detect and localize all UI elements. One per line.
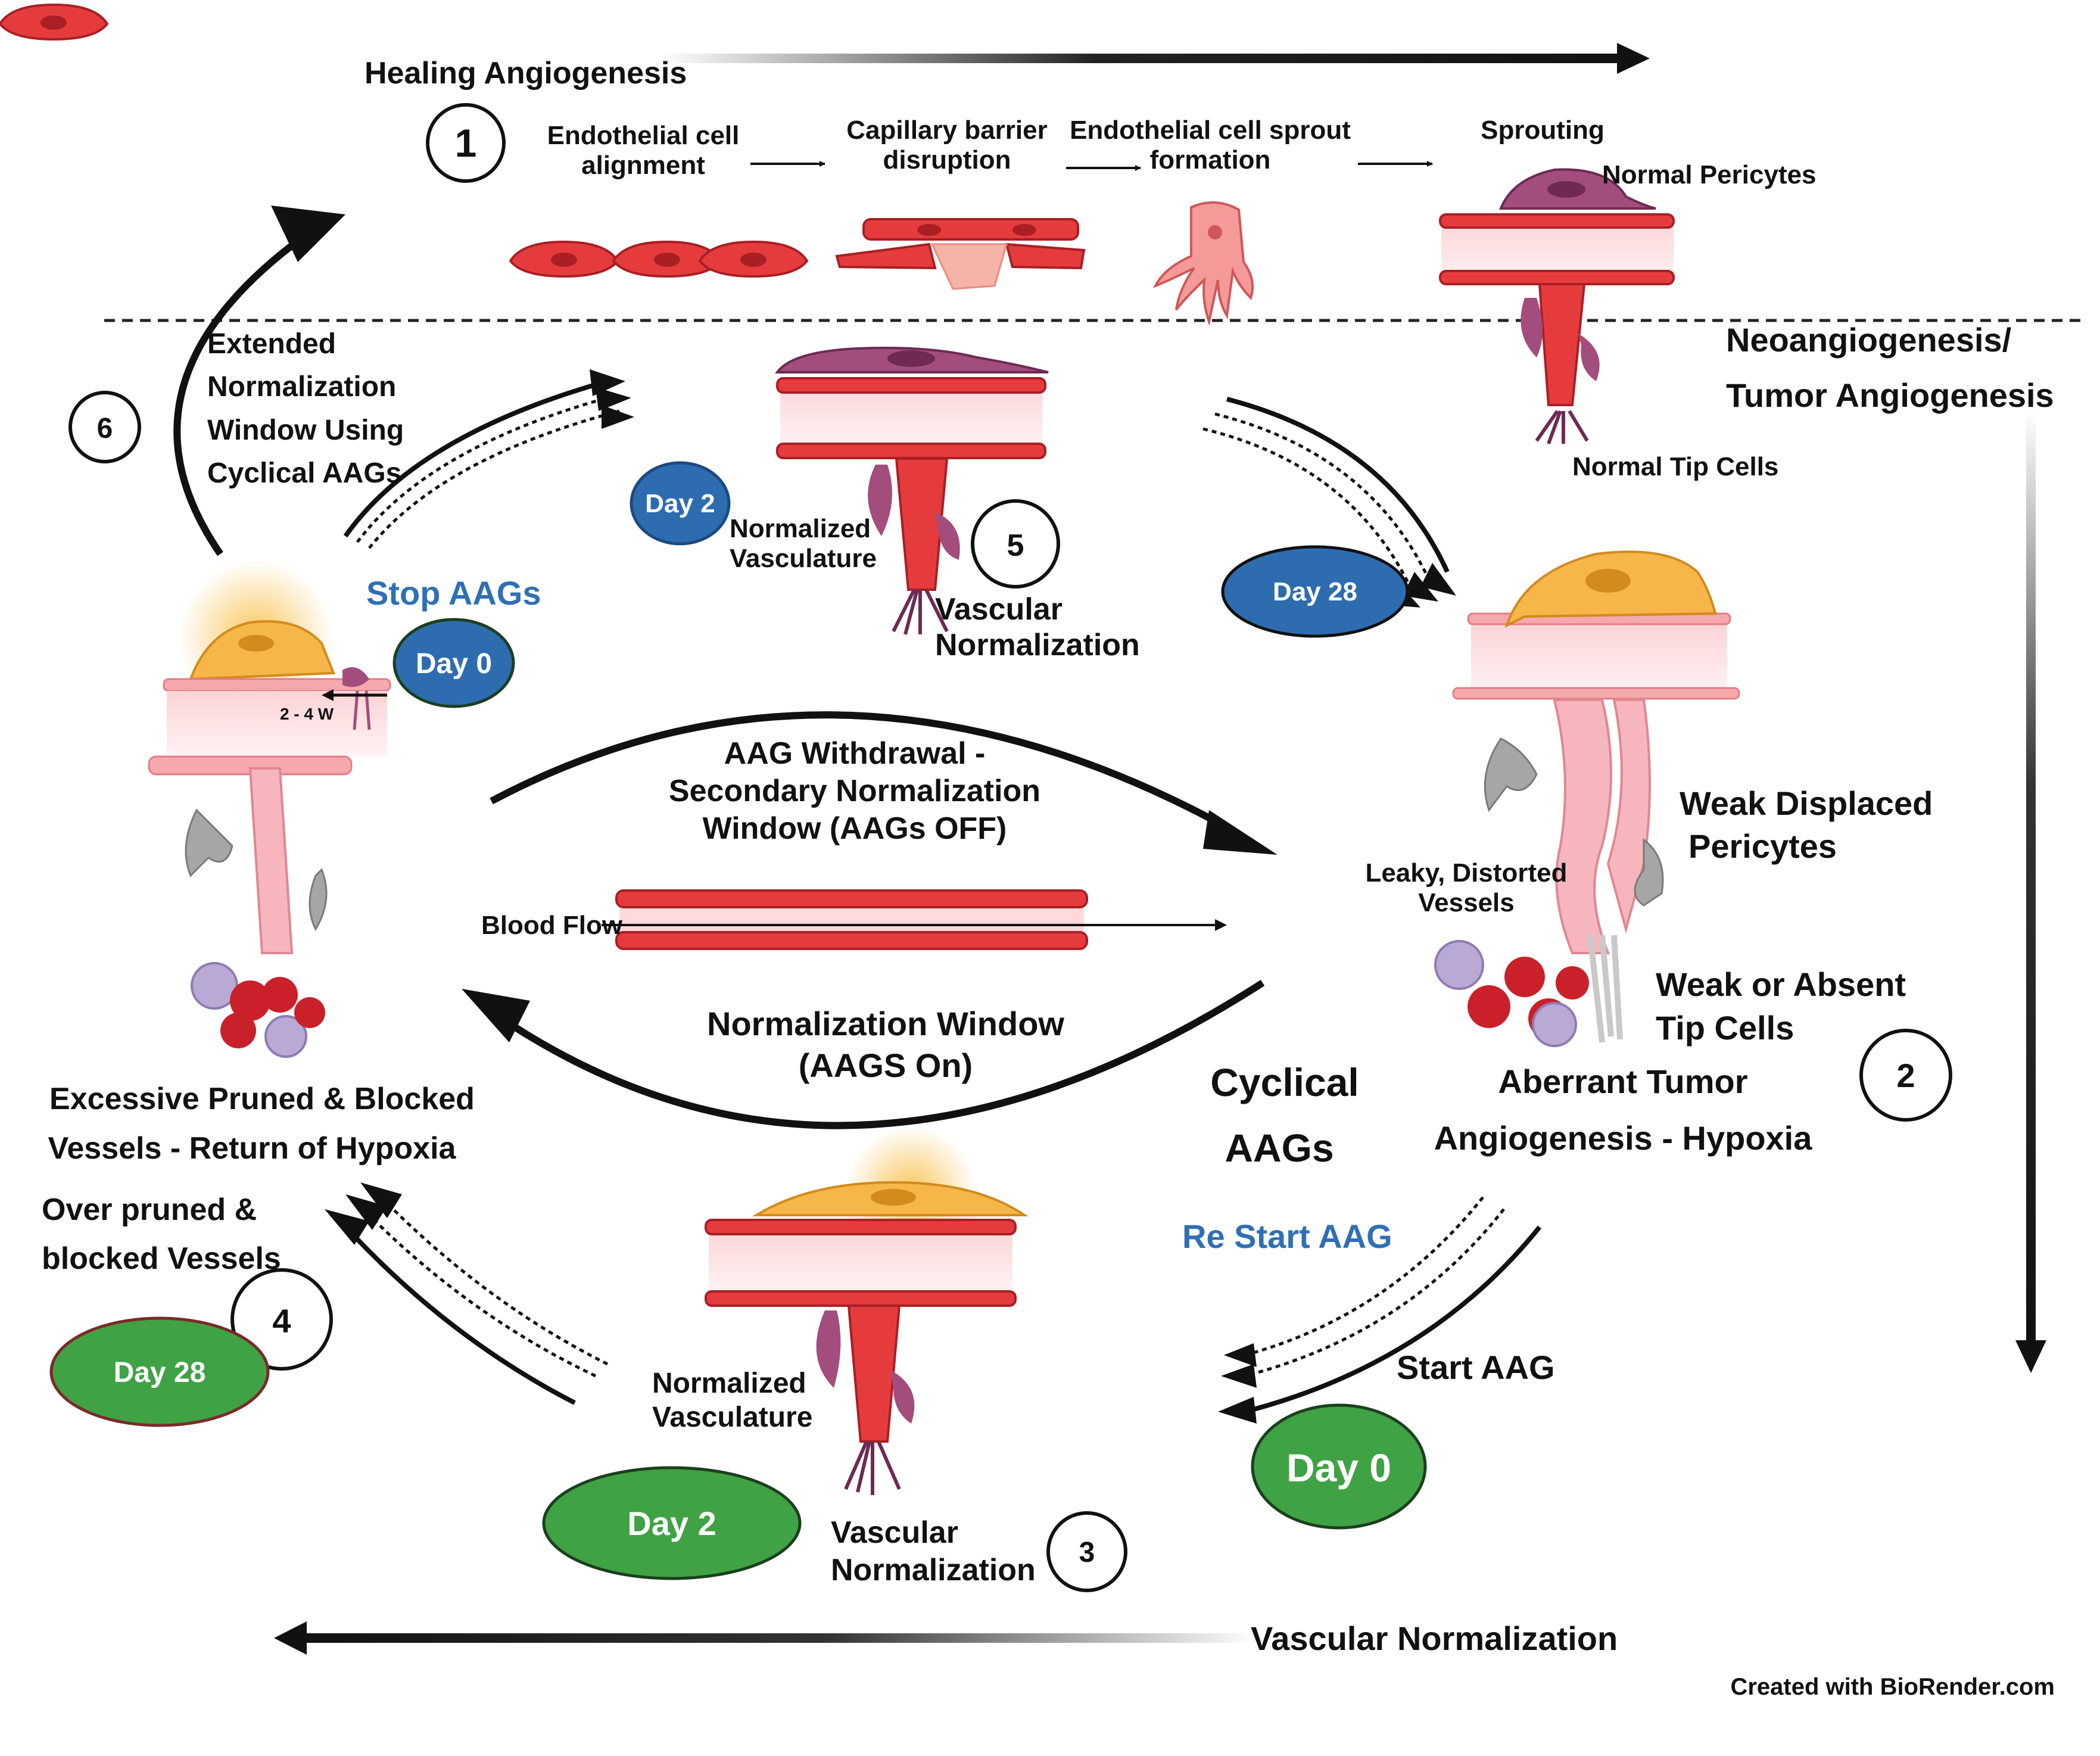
day-badge-day28-right: Day 28 [1221, 545, 1409, 638]
aag-withdrawal-line2: Secondary Normalization [669, 774, 1040, 808]
normal-tip-cells-label: Normal Tip Cells [1572, 452, 1778, 481]
normalized-vasc-bottom-line1: Normalized [652, 1368, 806, 1399]
weak-tip-line1: Weak or Absent [1656, 966, 1906, 1003]
step1-c-line1: Endothelial cell sprout [1070, 116, 1351, 145]
to-day28-left-arrow [325, 1182, 609, 1405]
two-four-week-label: 2 - 4 W [280, 705, 334, 723]
step1-b-line1: Capillary barrier [846, 116, 1048, 145]
two-four-week-arrow [322, 689, 387, 701]
day2-bottom-label: Day 2 [627, 1505, 716, 1542]
step-circle-6: 6 [68, 391, 141, 463]
extended-line1: Extended [207, 328, 336, 360]
healing-angiogenesis-title: Healing Angiogenesis [364, 56, 687, 91]
blood-flow-vessel [602, 889, 1227, 950]
healing-gradient-arrow [661, 43, 1650, 74]
neoangio-line2: Tumor Angiogenesis [1726, 376, 2054, 414]
over-pruned-line1: Over pruned & [42, 1193, 257, 1227]
leaky-line2: Vessels [1418, 888, 1515, 917]
start-aag-label: Start AAG [1397, 1349, 1555, 1386]
endothelial-sprout-cell [1152, 201, 1254, 326]
day-badge-day2-top: Day 2 [630, 461, 731, 546]
step-circle-2: 2 [1859, 1029, 1952, 1122]
sprouting-vessel [1439, 168, 1675, 445]
step1-b-line2: disruption [883, 145, 1011, 175]
vascular-norm-bottom-line1: Vascular [831, 1515, 958, 1550]
day0-left-label: Day 0 [416, 648, 492, 680]
normalized-vasc-top-line2: Vasculature [730, 544, 877, 573]
vascular-norm-bottom-line2: Normalization [831, 1553, 1036, 1587]
step-circle-4: 4 [230, 1268, 333, 1371]
normalized-vasc-bottom-line2: Vasculature [652, 1402, 812, 1433]
norm-window-line2: (AAGS On) [799, 1047, 973, 1084]
excessive-pruned-vessel [148, 560, 391, 1058]
step-circle-5: 5 [971, 499, 1060, 589]
restart-aag-arrow [1218, 1196, 1542, 1424]
extended-line3: Window Using [207, 415, 404, 446]
day-badge-day0-left: Day 0 [392, 618, 515, 708]
step-number-2: 2 [1896, 1057, 1915, 1094]
withdrawal-arrowhead [1203, 810, 1278, 855]
extended-line4: Cyclical AAGs [207, 457, 401, 489]
normalization-gradient-arrow [274, 1621, 1257, 1655]
weak-pericytes-line2: Pericytes [1688, 827, 1837, 865]
step1-a-line2: alignment [581, 151, 705, 180]
sprouting-label: Sprouting [1481, 116, 1604, 145]
cyclical-line2: AAGs [1225, 1126, 1333, 1170]
day0-bottom-right-label: Day 0 [1286, 1446, 1391, 1490]
vascular-norm-top-line2: Normalization [935, 628, 1140, 662]
day28-right-label: Day 28 [1273, 577, 1357, 606]
withdrawal-arrow [490, 711, 1241, 837]
normalized-vasculature-top [775, 347, 1049, 635]
extended-window-arrow [173, 229, 312, 556]
extended-window-arrowhead [271, 206, 345, 262]
aag-withdrawal-line1: AAG Withdrawal - [724, 736, 986, 771]
vascular-norm-top-line1: Vascular [935, 592, 1063, 627]
aag-withdrawal-line3: Window (AAGs OFF) [703, 811, 1007, 846]
weak-tip-line2: Tip Cells [1656, 1009, 1794, 1047]
cyclical-line1: Cyclical [1210, 1060, 1359, 1104]
normalization-window-arrow [495, 979, 1265, 1129]
day2-top-label: Day 2 [645, 489, 715, 518]
weak-pericytes-line1: Weak Displaced [1680, 784, 1933, 822]
step-circle-3: 3 [1046, 1511, 1127, 1592]
blood-flow-label: Blood Flow [481, 911, 623, 940]
endothelial-cells-aligned [0, 3, 808, 278]
step-number-6: 6 [97, 413, 113, 444]
step1-a-line1: Endothelial cell [547, 121, 740, 150]
aberrant-line2: Angiogenesis - Hypoxia [1434, 1119, 1813, 1157]
neoangio-line1: Neoangiogenesis/ [1726, 321, 2012, 359]
excessive-line1: Excessive Pruned & Blocked [49, 1082, 475, 1116]
step-circle-1: 1 [426, 103, 506, 183]
stop-aags-arrow [343, 369, 634, 549]
normal-pericytes-label: Normal Pericytes [1602, 160, 1817, 189]
step-number-1: 1 [455, 121, 477, 165]
credit-label: Created with BioRender.com [1730, 1674, 2055, 1700]
excessive-line2: Vessels - Return of Hypoxia [48, 1131, 457, 1166]
day-badge-day0-bottom-right: Day 0 [1251, 1403, 1427, 1530]
day-badge-day2-bottom: Day 2 [542, 1466, 802, 1580]
capillary-disruption-cells [835, 218, 1086, 290]
step-number-4: 4 [272, 1302, 291, 1340]
stop-aags-label: Stop AAGs [366, 574, 541, 612]
leaky-line1: Leaky, Distorted [1365, 858, 1567, 888]
normalized-vasc-top-line1: Normalized [730, 514, 871, 543]
restart-aag-label: Re Start AAG [1182, 1218, 1392, 1255]
step-number-5: 5 [1007, 528, 1024, 563]
norm-window-line1: Normalization Window [707, 1005, 1064, 1042]
step-arrows [750, 161, 1433, 171]
step1-c-line2: formation [1150, 145, 1271, 175]
day28-left-label: Day 28 [114, 1357, 206, 1388]
step-number-3: 3 [1079, 1537, 1095, 1568]
normalization-window-arrowhead [462, 989, 530, 1042]
aberrant-vessel [1434, 550, 1740, 1047]
normalized-vasculature-bottom [705, 1126, 1029, 1495]
over-pruned-line2: blocked Vessels [42, 1241, 281, 1276]
vascular-normalization-bottom-label: Vascular Normalization [1251, 1620, 1618, 1657]
aberrant-line1: Aberrant Tumor [1498, 1063, 1748, 1100]
day-badge-day28-left: Day 28 [49, 1316, 270, 1427]
extended-line2: Normalization [207, 371, 396, 403]
tumor-gradient-arrow [2015, 411, 2046, 1373]
